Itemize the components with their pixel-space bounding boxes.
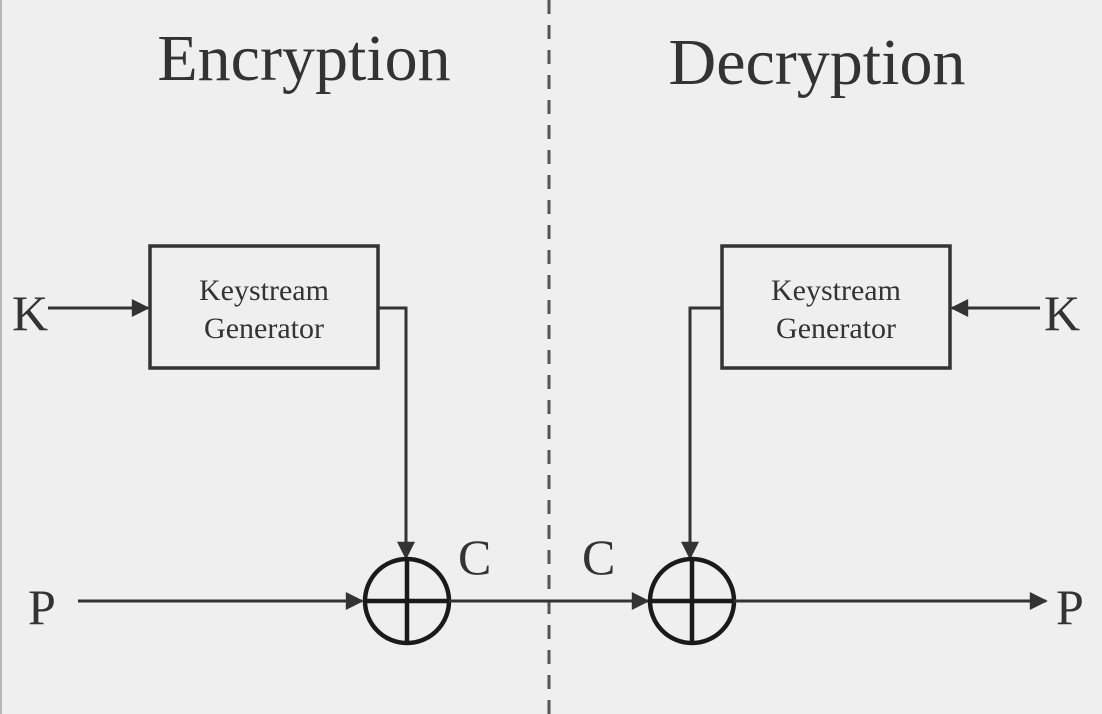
encryption-ciphertext-label: C xyxy=(458,529,491,585)
encryption-xor-icon xyxy=(362,556,452,646)
encryption-keystream-label-line2: Generator xyxy=(204,312,324,345)
decryption-keystream-generator xyxy=(720,244,952,370)
encryption-section: Keystream Generator K P C xyxy=(12,244,491,646)
decryption-plaintext-label: P xyxy=(1056,579,1084,635)
encryption-keystream-arrow xyxy=(378,306,415,560)
decryption-section: Keystream Generator K C P xyxy=(582,244,1084,646)
decryption-keystream-label-line2: Generator xyxy=(776,312,896,345)
decryption-keystream-label-line1: Keystream xyxy=(771,274,901,307)
decryption-title: Decryption xyxy=(669,26,966,99)
encryption-plaintext-label: P xyxy=(28,579,56,635)
decryption-xor-icon xyxy=(647,556,737,646)
encryption-keystream-generator xyxy=(148,244,380,370)
decryption-keystream-arrow xyxy=(681,306,722,560)
decryption-key-label: K xyxy=(1044,285,1080,341)
encryption-key-label: K xyxy=(12,285,48,341)
decryption-ciphertext-label: C xyxy=(582,529,615,585)
encryption-title: Encryption xyxy=(157,22,450,95)
encryption-keystream-label-line1: Keystream xyxy=(199,274,329,307)
